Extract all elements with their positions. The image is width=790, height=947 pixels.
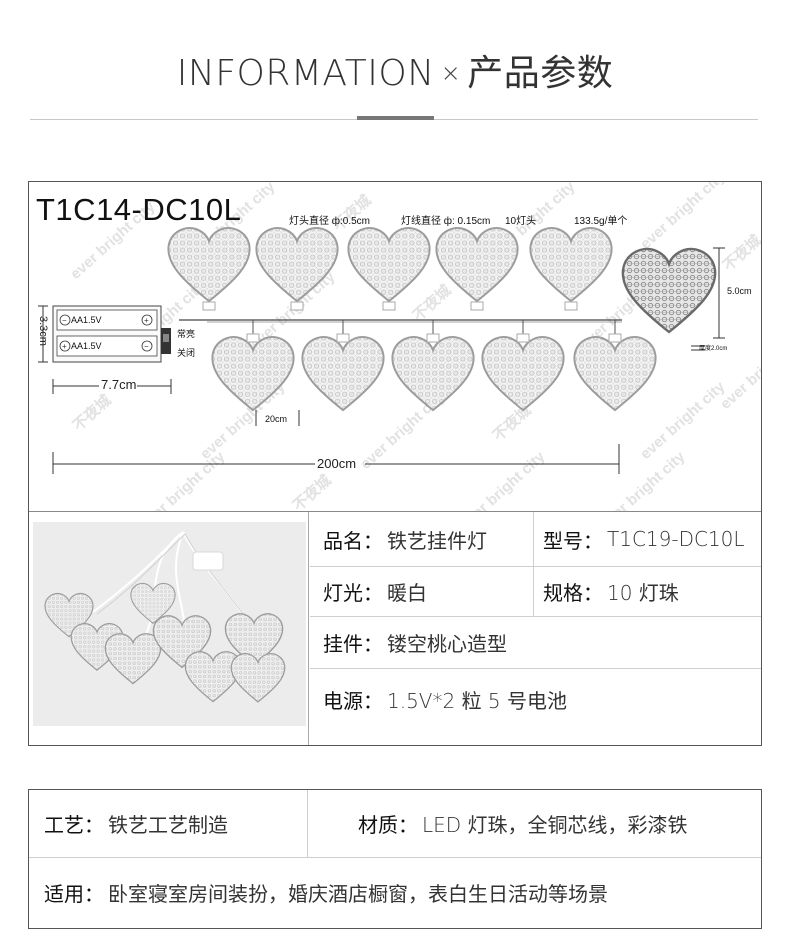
spec-pendant-value: 镂空桃心造型 xyxy=(387,631,507,656)
battery-label-top: AA1.5V xyxy=(71,315,102,325)
divider xyxy=(310,566,761,567)
divider xyxy=(29,857,761,858)
lower-heart-1 xyxy=(211,335,295,412)
heart-thickness-label: 厚度2.0cm xyxy=(699,346,728,352)
spec-name-key: 品名： xyxy=(323,528,383,553)
lower-heart-4 xyxy=(481,335,565,412)
divider xyxy=(310,668,761,669)
product-photo xyxy=(33,522,306,726)
heart-detail-large xyxy=(621,247,717,334)
spec-name-value: 铁艺挂件灯 xyxy=(387,528,487,553)
spec-pendant-key: 挂件： xyxy=(323,631,383,656)
svg-text:+: + xyxy=(62,342,67,351)
spec-power-key: 电源： xyxy=(323,688,383,713)
upper-heart-4 xyxy=(435,227,519,303)
wire-diameter-label: 灯线直径 ф: 0.15cm xyxy=(401,216,491,227)
upper-heart-1 xyxy=(167,227,251,303)
header-title-en: INFORMATION xyxy=(176,53,435,94)
material-value: LED 灯珠，全铜芯线，彩漆铁 xyxy=(422,813,688,837)
material-key: 材质： xyxy=(358,813,418,837)
craft-table: 工艺：铁艺工艺制造 材质：LED 灯珠，全铜芯线，彩漆铁 适用：卧室寝室房间装扮… xyxy=(28,789,762,929)
weight-label: 133.5g/单个 xyxy=(574,216,628,227)
use-value: 卧室寝室房间装扮，婚庆酒店橱窗，表白生日活动等场景 xyxy=(108,882,608,906)
craft-key: 工艺： xyxy=(44,813,104,837)
spec-model-value: T1C19-DC10L xyxy=(607,527,745,551)
lower-heart-3 xyxy=(391,335,475,412)
upper-heart-5 xyxy=(529,227,613,303)
total-length-label: 200cm xyxy=(317,456,357,471)
spec-model: 型号：T1C19-DC10L xyxy=(543,512,745,566)
craft-process: 工艺：铁艺工艺制造 xyxy=(44,790,228,857)
spec-pendant: 挂件：镂空桃心造型 xyxy=(323,616,507,668)
header-accent-bar xyxy=(357,116,434,120)
diagram-model-title: T1C14-DC10L xyxy=(36,192,242,227)
svg-text:−: − xyxy=(144,342,149,351)
spec-spec-key: 规格： xyxy=(543,580,603,605)
box-height-label: 3.3cm xyxy=(37,316,49,346)
spacing-label: 20cm xyxy=(265,414,288,424)
spec-spec-value: 10 灯珠 xyxy=(607,580,679,605)
switch-off-label: 关闭 xyxy=(177,348,196,358)
section-header: INFORMATION×产品参数 xyxy=(0,44,790,96)
head-diameter-label: 灯头直径 ф:0.5cm xyxy=(289,216,371,227)
product-photo-cell xyxy=(29,512,309,745)
spec-power: 电源：1.5V*2 粒 5 号电池 xyxy=(323,668,567,730)
spec-light-key: 灯光： xyxy=(323,580,383,605)
battery-label-bottom: AA1.5V xyxy=(71,341,102,351)
divider xyxy=(310,616,761,617)
box-width-label: 7.7cm xyxy=(101,377,137,392)
divider xyxy=(307,790,308,857)
craft-material: 材质：LED 灯珠，全铜芯线，彩漆铁 xyxy=(358,790,688,857)
upper-heart-3 xyxy=(347,227,431,303)
switch-on-label: 常亮 xyxy=(177,329,196,339)
spec-light: 灯光：暖白 xyxy=(323,566,427,616)
bulb-count-label: 10灯头 xyxy=(505,216,537,227)
lower-heart-2 xyxy=(301,335,385,412)
svg-text:−: − xyxy=(62,316,67,325)
craft-value: 铁艺工艺制造 xyxy=(108,813,228,837)
header-title-cn: 产品参数 xyxy=(467,53,614,94)
string-light-drawing: − + + − xyxy=(38,227,725,474)
use-key: 适用： xyxy=(44,882,104,906)
spec-power-value: 1.5V*2 粒 5 号电池 xyxy=(387,688,568,713)
spec-spec: 规格：10 灯珠 xyxy=(543,566,679,616)
heart-height-label: 5.0cm xyxy=(727,286,752,296)
lower-heart-5 xyxy=(573,335,657,412)
spec-model-key: 型号： xyxy=(543,528,603,553)
svg-text:+: + xyxy=(144,316,149,325)
upper-heart-2 xyxy=(255,227,339,303)
divider xyxy=(533,512,534,616)
header-separator: × xyxy=(440,59,462,87)
spec-name: 品名：铁艺挂件灯 xyxy=(323,512,487,566)
spec-light-value: 暖白 xyxy=(387,580,427,605)
craft-usage: 适用：卧室寝室房间装扮，婚庆酒店橱窗，表白生日活动等场景 xyxy=(44,857,608,928)
